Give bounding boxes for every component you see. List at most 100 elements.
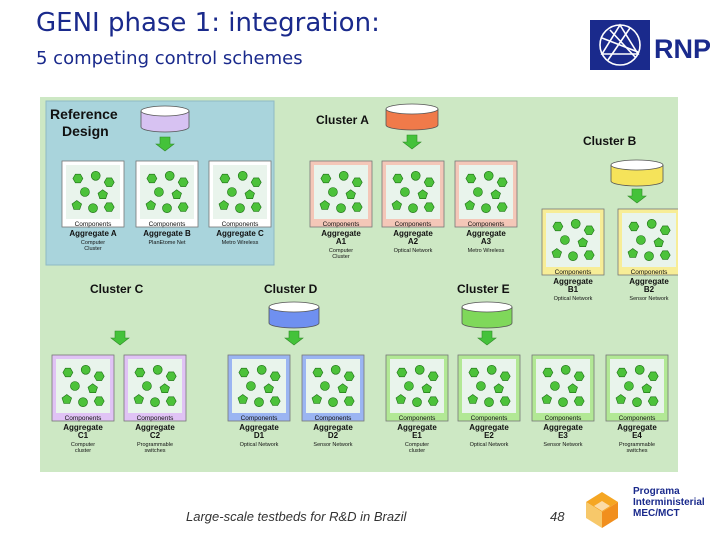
aggregate-d-1-node-1 [238, 367, 250, 378]
rnp-logo: RNP [588, 16, 710, 74]
aggregate-d-1-node-3 [269, 371, 281, 381]
aggregate-b-2-desc-1: Sensor Network [629, 296, 668, 302]
cluster-a-cylinder [385, 103, 439, 131]
aggregate-d-1-node-5 [263, 383, 274, 394]
cluster-c-label: Cluster C [90, 282, 144, 296]
aggregate-e-4-node-5 [641, 383, 652, 394]
aggregate-ref-2-node-8 [177, 202, 189, 212]
aggregate-e-1-node-6 [395, 394, 406, 404]
cluster-d-cylinder-top [268, 301, 320, 313]
aggregate-c-2-desc-2: switches [144, 448, 165, 454]
cluster-a-cylinder-side [385, 109, 439, 131]
aggregate-a-1-desc-1: Computer [329, 248, 353, 254]
aggregate-b-1-node-6 [551, 248, 562, 258]
aggregate-e-4-node-8 [647, 396, 659, 406]
aggregate-e-4-node-4 [624, 381, 634, 391]
aggregate-d-1-node-7 [254, 397, 264, 408]
aggregate-b-1-node-3 [583, 225, 595, 235]
aggregate-e-2-node-2 [486, 364, 497, 375]
aggregate-a-1-node-2 [338, 171, 349, 181]
aggregate-c-2-desc-1: Programmable [137, 442, 173, 448]
aggregate-c-2-name-1: Aggregate [135, 423, 175, 432]
aggregate-ref-1-box: Components [61, 160, 125, 228]
aggregate-b-2-node-1 [628, 221, 640, 232]
cluster-e-label: Cluster E [457, 282, 510, 296]
aggregate-e-2-node-3 [499, 371, 511, 381]
aggregate-e-4-box: Components [605, 354, 669, 422]
aggregate-ref-3-node-6 [218, 200, 229, 210]
aggregate-ref-1-node-7 [88, 203, 98, 213]
cluster-e-cylinder-top [461, 301, 513, 313]
aggregate-e-1-node-2 [414, 364, 425, 375]
aggregate-d-2-node-5 [337, 383, 348, 394]
aggregate-c-1-node-8 [93, 396, 105, 406]
aggregate-e-3-node-3 [573, 371, 585, 381]
aggregate-a-1-name-2: A1 [336, 237, 347, 246]
aggregate-a-2-desc-1: Optical Network [394, 248, 433, 254]
aggregate-d-2-name-1: Aggregate [313, 423, 353, 432]
aggregate-ref-3-components-label: Components [222, 221, 260, 228]
aggregate-a-1-node-1 [320, 173, 332, 184]
aggregate-a-1-name-1: Aggregate [321, 229, 361, 238]
cluster-b-cylinder-top [610, 159, 664, 171]
aggregate-a-1-components-label: Components [323, 221, 361, 228]
aggregate-ref-3-node-4 [227, 187, 237, 197]
aggregate-e-3-node-2 [560, 364, 571, 375]
aggregate-b-2-node-2 [646, 219, 657, 229]
aggregate-d-2-desc-1: Sensor Network [313, 442, 352, 448]
cluster-b-arrow [627, 188, 647, 204]
cluster-d-cylinder-side [268, 307, 320, 329]
aggregate-a-1-box: Components [309, 160, 373, 228]
aggregate-a-3-node-7 [481, 203, 491, 213]
aggregate-a-1-node-3 [351, 177, 363, 187]
aggregate-b-1-node-7 [568, 251, 578, 261]
reference-cylinder [140, 105, 190, 133]
aggregate-ref-2-components-label: Components [149, 221, 187, 228]
aggregate-ref-3-desc-1: Metro Wireless [222, 240, 259, 246]
aggregate-c-1-node-5 [87, 383, 98, 394]
aggregate-e-2-node-1 [468, 367, 480, 378]
aggregate-e-3-name-1: Aggregate [543, 423, 583, 432]
aggregate-a-2-node-1 [392, 173, 404, 184]
aggregate-ref-3-node-7 [235, 203, 245, 213]
aggregate-ref-2-node-6 [145, 200, 156, 210]
aggregate-e-3-desc-1: Sensor Network [543, 442, 582, 448]
aggregate-e-1-name-2: E1 [412, 431, 422, 440]
aggregate-e-3-node-8 [573, 396, 585, 406]
aggregate-b-1-node-5 [577, 237, 588, 247]
aggregate-e-1-components-label: Components [399, 415, 437, 422]
aggregate-b-1-node-2 [570, 219, 581, 229]
aggregate-c-2-node-6 [133, 394, 144, 404]
aggregate-e-1-name-1: Aggregate [397, 423, 437, 432]
aggregate-a-2-node-4 [400, 187, 410, 197]
mec-line-3: MEC/MCT [633, 508, 680, 519]
aggregate-c-1-node-2 [80, 364, 91, 375]
aggregate-c-2-node-8 [165, 396, 177, 406]
aggregate-b-2-components-label: Components [631, 269, 669, 276]
aggregate-c-1-name-2: C1 [78, 431, 89, 440]
aggregate-c-2-node-1 [134, 367, 146, 378]
aggregate-e-4-desc-1: Programmable [619, 442, 655, 448]
aggregate-b-1-name-2: B1 [568, 285, 579, 294]
cluster-a-cylinder-top [385, 103, 439, 115]
aggregate-e-4-node-3 [647, 371, 659, 381]
aggregate-c-2-components-label: Components [137, 415, 175, 422]
aggregate-b-1-node-8 [583, 250, 595, 260]
aggregate-e-4-node-6 [615, 394, 626, 404]
aggregate-d-2-node-3 [343, 371, 355, 381]
aggregate-a-2-node-2 [410, 171, 421, 181]
aggregate-c-2-node-2 [152, 364, 163, 375]
aggregate-c-1-node-7 [78, 397, 88, 408]
aggregate-ref-1-name-1: Aggregate A [69, 229, 116, 238]
aggregate-e-4-components-label: Components [619, 415, 657, 422]
reference-arrow [155, 136, 175, 152]
aggregate-d-2-node-6 [311, 394, 322, 404]
aggregate-a-3-name-2: A3 [481, 237, 492, 246]
aggregate-d-2-components-label: Components [315, 415, 353, 422]
footer-text: Large-scale testbeds for R&D in Brazil [186, 509, 407, 524]
aggregate-e-1-desc-1: Computer [405, 442, 429, 448]
aggregate-a-1-node-8 [351, 202, 363, 212]
aggregate-c-2-box: Components [123, 354, 187, 422]
aggregate-a-3-node-2 [483, 171, 494, 181]
